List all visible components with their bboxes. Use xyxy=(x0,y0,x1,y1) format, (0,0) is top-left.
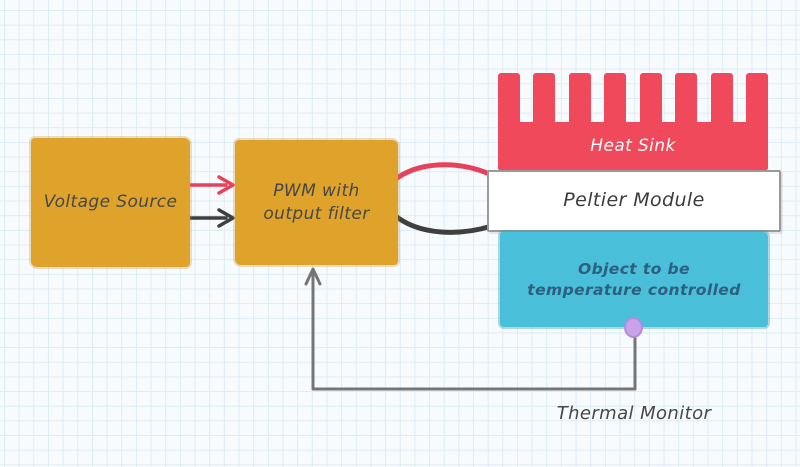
thermal-monitor-label: Thermal Monitor xyxy=(556,403,712,424)
heat-sink-fin xyxy=(604,73,627,125)
heat-sink-box: Heat Sink xyxy=(498,73,768,170)
controlled-object-label-line2: temperature controlled xyxy=(527,280,741,299)
peltier-module-label: Peltier Module xyxy=(563,189,705,212)
black-wire xyxy=(390,211,495,235)
temperature-sensor-dot xyxy=(624,317,643,338)
heat-sink-fin xyxy=(568,73,591,125)
controlled-object-box: Object to be temperature controlled xyxy=(500,232,768,327)
pwm-label: PWM with output filter xyxy=(263,180,369,225)
red-arrowhead xyxy=(217,175,235,195)
red-wire xyxy=(390,162,495,184)
heat-sink-fin xyxy=(639,73,662,125)
heat-sink-fin xyxy=(533,73,556,125)
voltage-source-label: Voltage Source xyxy=(43,192,178,213)
heat-sink-fin xyxy=(710,73,733,125)
peltier-module-box: Peltier Module xyxy=(487,170,781,232)
pwm-box: PWM with output filter xyxy=(235,140,398,265)
heat-sink-fin xyxy=(745,73,768,125)
voltage-source-box: Voltage Source xyxy=(31,138,190,267)
heat-sink-label: Heat Sink xyxy=(590,135,676,156)
heat-sink-fin xyxy=(498,73,520,125)
pwm-label-line1: PWM with xyxy=(273,181,360,202)
heat-sink-base: Heat Sink xyxy=(498,122,768,170)
pwm-label-line2: output filter xyxy=(263,203,370,224)
heat-sink-fin xyxy=(675,73,698,125)
black-arrowhead xyxy=(217,208,235,228)
heat-sink-fins xyxy=(498,73,768,125)
feedback-arrowhead xyxy=(304,267,322,286)
controlled-object-label-line1: Object to be xyxy=(578,260,690,279)
controlled-object-label: Object to be temperature controlled xyxy=(527,259,740,300)
